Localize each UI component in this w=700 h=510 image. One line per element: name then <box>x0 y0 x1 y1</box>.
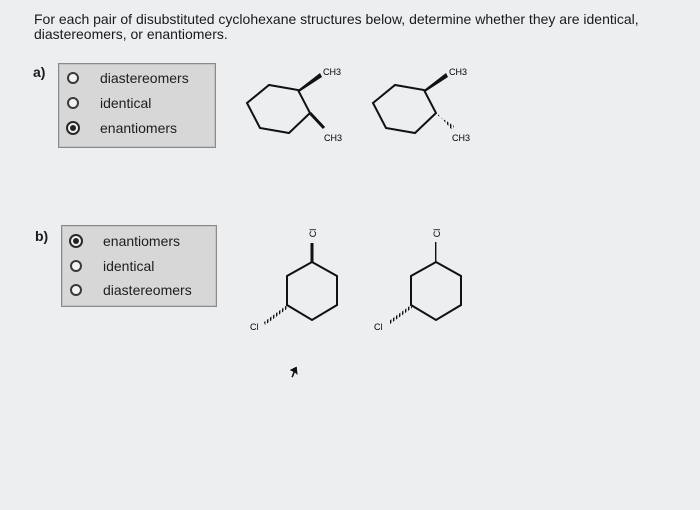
part-b-label: b) <box>35 228 49 244</box>
mouse-pointer-icon <box>288 365 299 379</box>
radio-button-selected[interactable] <box>66 121 80 135</box>
hashed-bond <box>264 305 288 325</box>
substituent-label: Cl <box>374 322 383 332</box>
question-prompt: For each pair of disubstituted cyclohexa… <box>34 11 639 42</box>
hashed-bond <box>436 112 454 130</box>
radio-button[interactable] <box>67 72 79 84</box>
substituent-label: Cl <box>308 229 318 238</box>
part-b-option-identical[interactable]: identical <box>62 255 216 277</box>
wedge-bond <box>308 111 326 130</box>
part-a-option-diastereomers[interactable]: diastereomers <box>59 67 215 89</box>
part-a-label: a) <box>33 64 46 80</box>
hashed-bond <box>389 305 412 324</box>
wedge-bond <box>424 73 448 92</box>
part-b-option-diastereomers[interactable]: diastereomers <box>62 279 216 301</box>
option-label: identical <box>100 95 152 111</box>
option-label: enantiomers <box>100 120 178 136</box>
option-label: diastereomers <box>100 70 189 86</box>
substituent-label: Cl <box>250 322 259 332</box>
structure-b-left: Cl Cl <box>250 229 338 332</box>
cyclohexane-ring <box>371 83 438 135</box>
radio-button-selected[interactable] <box>69 234 83 248</box>
substituent-label: CH3 <box>324 133 342 143</box>
cyclohexane-ring <box>286 260 338 322</box>
cyclohexane-ring <box>245 83 312 135</box>
part-a-option-identical[interactable]: identical <box>59 92 215 114</box>
option-label: identical <box>103 258 155 274</box>
cyclohexane-ring <box>410 260 462 322</box>
part-a-option-enantiomers[interactable]: enantiomers <box>59 117 215 139</box>
hashed-bond <box>434 242 438 262</box>
part-b-choice-box: enantiomers identical diastereomers <box>61 225 217 307</box>
radio-button[interactable] <box>70 260 82 272</box>
option-label: diastereomers <box>103 282 192 298</box>
substituent-label: CH3 <box>449 67 467 77</box>
substituent-label: Cl <box>432 229 442 238</box>
structure-a-right: CH3 CH3 <box>371 67 470 143</box>
option-label: enantiomers <box>103 233 181 249</box>
radio-button[interactable] <box>67 97 79 109</box>
part-b-option-enantiomers[interactable]: enantiomers <box>62 230 216 252</box>
wedge-bond <box>298 73 322 92</box>
structure-a-left: CH3 CH3 <box>245 67 342 143</box>
substituent-label: CH3 <box>323 67 341 77</box>
substituent-label: CH3 <box>452 133 470 143</box>
part-a-choice-box: diastereomers identical enantiomers <box>58 63 216 148</box>
structure-b-right: Cl Cl <box>374 229 462 332</box>
radio-button[interactable] <box>70 284 82 296</box>
